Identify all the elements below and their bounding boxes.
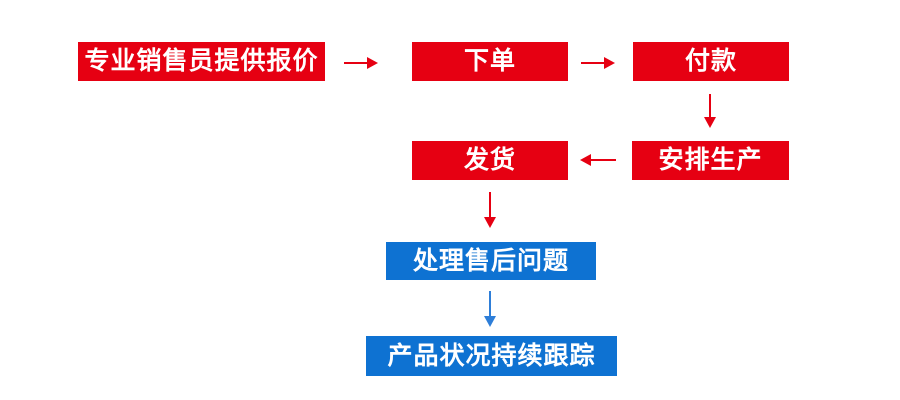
arrow-down-payment-to-production [709, 94, 711, 118]
flow-node-production: 安排生产 [632, 141, 789, 180]
flow-node-aftersales: 处理售后问题 [386, 242, 596, 280]
flow-node-ship: 发货 [412, 141, 568, 180]
flow-node-order: 下单 [412, 42, 568, 81]
arrow-down-ship-to-aftersales [489, 192, 491, 218]
arrow-right-quote-to-order [344, 62, 368, 64]
flow-node-quote: 专业销售员提供报价 [78, 42, 325, 81]
flow-node-tracking: 产品状况持续跟踪 [366, 336, 617, 376]
arrow-left-production-to-ship [590, 159, 616, 161]
arrow-right-order-to-payment [581, 62, 605, 64]
arrow-down-aftersales-to-tracking [489, 291, 491, 317]
flow-node-payment: 付款 [633, 42, 789, 81]
